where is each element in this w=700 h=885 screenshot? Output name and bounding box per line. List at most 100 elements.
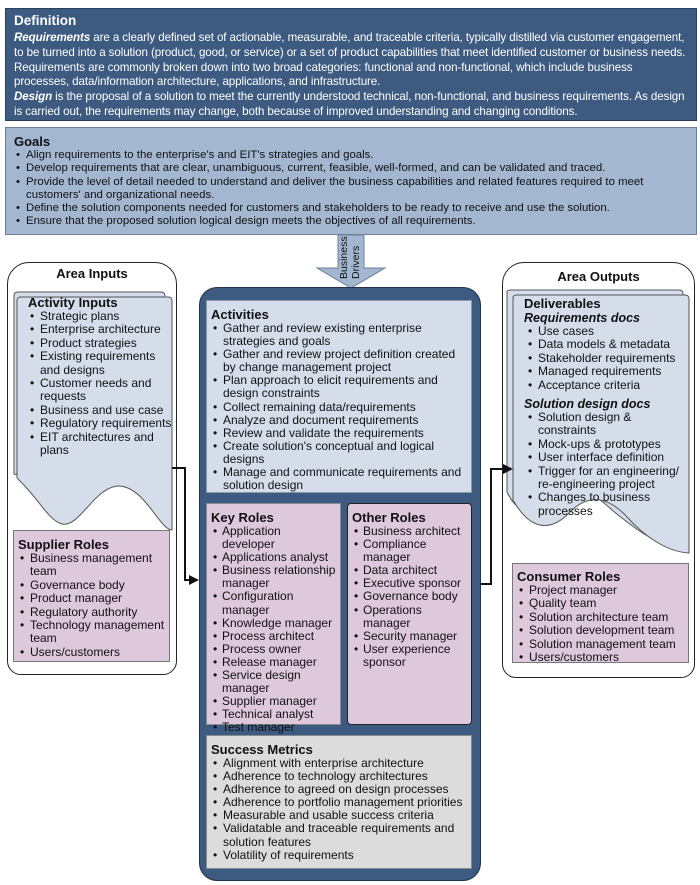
list-item: Gather and review existing enterprise st… [211,321,467,348]
list-item: Users/customers [18,645,165,660]
design-term: Design [14,90,53,104]
output-connector-line [481,468,508,585]
activity-inputs-panel: Activity Inputs Strategic plansEnterpris… [28,295,173,457]
list-item: Quality team [517,596,684,611]
other-roles-list: Business architectCompliance managerData… [352,524,467,669]
consumer-roles-title: Consumer Roles [517,569,621,584]
list-item: Adherence to portfolio management priori… [211,796,467,810]
area-outputs-title: Area Outputs [557,269,640,284]
goals-list: Align requirements to the enterprise's a… [14,149,688,229]
list-item: Alignment with enterprise architecture [211,756,467,770]
success-metrics-list: Alignment with enterprise architectureAd… [211,756,467,862]
business-drivers-label-1: Business [338,236,350,279]
list-item: EIT architectures and plans [28,430,173,458]
deliverables-title: Deliverables [524,296,601,311]
list-item: Security manager [352,629,467,643]
list-item: Manage and communicate requirements and … [211,465,467,492]
list-item: Knowledge manager [211,616,336,630]
definition-title: Definition [14,13,77,28]
output-connector-arrowhead [503,464,513,474]
list-item: Enterprise architecture [28,322,173,337]
list-item: Stakeholder requirements [526,351,692,366]
list-item: Executive sponsor [352,577,467,591]
business-drivers-label-2: Drivers [350,246,362,279]
list-item: Data models & metadata [526,337,692,352]
list-item: Product manager [18,591,165,606]
list-item: Test manager [211,721,336,735]
list-item: Business and use case [28,403,173,418]
activities-list: Gather and review existing enterprise st… [211,321,467,492]
list-item: Align requirements to the enterprise's a… [14,149,688,163]
activities-panel: Activities Gather and review existing en… [206,300,472,493]
list-item: User interface definition [526,450,692,465]
area-inputs-title: Area Inputs [56,266,128,281]
list-item: Service design manager [211,668,336,695]
list-item: Business architect [352,524,467,538]
list-item: Changes to business processes [526,491,692,518]
list-item: Define the solution components needed fo… [14,202,688,216]
list-item: User experience sponsor [352,642,467,669]
activity-inputs-title: Activity Inputs [28,295,118,310]
list-item: Adherence to technology architectures [211,769,467,783]
business-drivers-arrow: Business Drivers [315,235,387,288]
design-text: is the proposal of a solution to meet th… [14,90,685,118]
list-item: Governance body [352,590,467,604]
list-item: Release manager [211,655,336,669]
list-item: Create solution's conceptual and logical… [211,439,467,466]
definition-design-paragraph: Design is the proposal of a solution to … [14,90,688,120]
other-roles-panel: Other Roles Business architectCompliance… [347,503,472,725]
list-item: Develop requirements that are clear, una… [14,162,688,176]
list-item: Process owner [211,642,336,656]
list-item: Gather and review project definition cre… [211,348,467,374]
list-item: Project manager [517,583,684,598]
list-item: Customer needs and requests [28,376,173,404]
list-item: Operations manager [352,603,467,630]
requirements-text: are a clearly defined set of actionable,… [14,31,686,89]
supplier-roles-panel: Supplier Roles Business management teamG… [13,530,170,662]
list-item: Application developer [211,524,336,551]
list-item: Review and validate the requirements [211,426,467,440]
key-roles-panel: Key Roles Application developerApplicati… [206,503,341,735]
definition-requirements-paragraph: Requirements are a clearly defined set o… [14,31,688,90]
requirements-docs-list: Use casesData models & metadataStakehold… [526,324,692,392]
deliverables-panel: Deliverables Requirements docs Use cases… [524,296,692,518]
list-item: Business relationship manager [211,564,336,590]
input-connector-arrowhead [189,575,199,585]
list-item: Solution design & constraints [526,410,692,438]
list-item: Solution management team [517,637,684,652]
list-item: Regulatory authority [18,605,165,620]
list-item: Managed requirements [526,364,692,379]
list-item: Process architect [211,629,336,643]
solution-design-docs-title: Solution design docs [524,397,651,412]
list-item: Existing requirements and designs [28,350,173,377]
list-item: Solution architecture team [517,610,684,625]
activity-inputs-list: Strategic plansEnterprise architecturePr… [28,309,173,458]
key-roles-title: Key Roles [211,510,274,525]
list-item: Measurable and usable success criteria [211,809,467,823]
list-item: Ensure that the proposed solution logica… [14,215,688,229]
list-item: Supplier manager [211,695,336,709]
list-item: Solution development team [517,623,684,638]
list-item: Regulatory requirements [28,416,173,431]
requirements-term: Requirements [14,31,91,44]
list-item: Mock-ups & prototypes [526,437,692,452]
list-item: Volatility of requirements [211,848,467,862]
list-item: Strategic plans [28,309,173,324]
list-item: Provide the level of detail needed to un… [14,176,688,203]
activities-title: Activities [211,307,269,322]
arrow-shape [315,235,387,288]
list-item: Compliance manager [352,537,467,564]
list-item: Applications analyst [211,551,336,565]
goals-title: Goals [14,134,51,149]
goals-panel: Goals Align requirements to the enterpri… [5,127,697,235]
key-roles-list: Application developerApplications analys… [211,524,336,735]
list-item: Validatable and traceable requirements a… [211,822,467,848]
consumer-roles-list: Project managerQuality teamSolution arch… [517,583,684,665]
solution-design-docs-list: Solution design & constraintsMock-ups & … [526,410,692,518]
input-connector-line [172,467,196,581]
supplier-roles-title: Supplier Roles [18,537,110,552]
list-item: Collect remaining data/requirements [211,400,467,414]
list-item: Users/customers [517,650,684,665]
supplier-roles-list: Business management teamGovernance bodyP… [18,551,165,660]
list-item: Use cases [526,324,692,339]
